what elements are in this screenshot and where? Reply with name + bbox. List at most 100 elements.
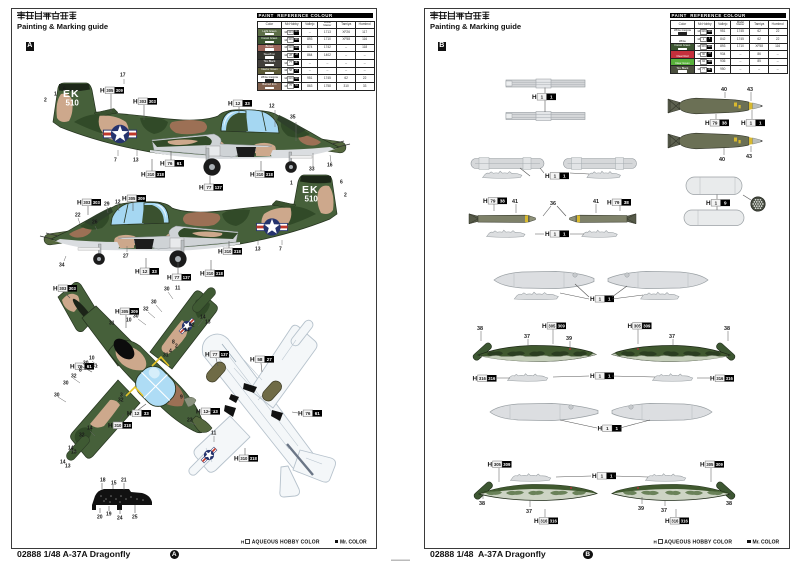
svg-text:17: 17 [120,72,126,78]
svg-text:310: 310 [256,172,264,177]
svg-text:H: H [122,195,127,202]
svg-text:316: 316 [671,518,679,523]
svg-text:1: 1 [599,373,602,378]
svg-text:H: H [127,410,132,417]
svg-text:76: 76 [77,364,83,369]
svg-text:H: H [167,274,172,281]
svg-text:30: 30 [133,313,139,319]
svg-text:37: 37 [526,509,532,515]
svg-text:25: 25 [132,514,138,520]
svg-text:32: 32 [143,306,149,312]
svg-text:305: 305 [706,462,714,467]
svg-text:41: 41 [593,199,599,205]
svg-text:H: H [53,285,58,292]
svg-text:38: 38 [477,326,483,332]
svg-text:61: 61 [315,411,321,416]
svg-text:303: 303 [59,286,67,291]
svg-text:32: 32 [71,373,77,379]
svg-text:12: 12 [235,101,241,106]
svg-text:30: 30 [151,299,157,305]
svg-text:23: 23 [187,417,193,423]
svg-text:37: 37 [524,334,530,340]
svg-text:305: 305 [548,323,556,328]
svg-text:11: 11 [175,285,181,291]
svg-text:H: H [70,363,75,370]
svg-text:305: 305 [121,309,129,314]
svg-text:13: 13 [71,449,77,455]
svg-text:H: H [250,356,255,363]
svg-text:1: 1 [550,94,553,99]
svg-text:H: H [218,248,223,255]
svg-text:15: 15 [111,480,117,486]
svg-text:14: 14 [68,445,74,451]
svg-text:43: 43 [747,87,753,93]
svg-text:305: 305 [634,323,642,328]
svg-text:77: 77 [206,185,212,190]
svg-text:H: H [710,375,715,382]
svg-text:38: 38 [624,200,630,205]
svg-text:316: 316 [540,518,548,523]
svg-text:33: 33 [144,411,150,416]
svg-text:32: 32 [189,322,195,328]
svg-text:H: H [115,308,120,315]
svg-text:1: 1 [54,91,57,97]
svg-text:303: 303 [83,200,91,205]
svg-text:316: 316 [716,376,724,381]
svg-text:12: 12 [115,199,121,205]
svg-text:31: 31 [163,352,169,358]
svg-text:H: H [665,518,670,525]
svg-text:H: H [228,100,233,107]
svg-text:3: 3 [120,392,123,398]
svg-text:303: 303 [139,99,147,104]
svg-text:39: 39 [566,336,572,342]
svg-text:32: 32 [118,397,124,403]
svg-text:33: 33 [152,269,158,274]
svg-text:305: 305 [106,88,114,93]
svg-text:H: H [706,200,711,207]
svg-text:H: H [199,184,204,191]
svg-text:37: 37 [669,334,675,340]
svg-text:14: 14 [87,425,93,431]
svg-text:2: 2 [175,343,178,349]
svg-text:31: 31 [109,320,115,326]
svg-text:76: 76 [167,161,173,166]
svg-text:33: 33 [213,409,219,414]
svg-text:1: 1 [290,180,293,186]
svg-text:318: 318 [266,172,274,177]
svg-text:303: 303 [69,286,77,291]
svg-text:H: H [108,422,113,429]
svg-text:H: H [250,171,255,178]
svg-text:12: 12 [142,269,148,274]
svg-text:8: 8 [79,367,82,373]
svg-text:309: 309 [558,323,566,328]
svg-text:310: 310 [240,456,248,461]
svg-text:61: 61 [87,364,93,369]
svg-text:1: 1 [608,296,611,301]
svg-text:H: H [196,408,201,415]
svg-text:H: H [135,268,140,275]
svg-text:39: 39 [638,506,644,512]
svg-text:1: 1 [616,426,619,431]
svg-text:303: 303 [93,200,101,205]
svg-text:12: 12 [203,409,209,414]
svg-text:305: 305 [494,462,502,467]
svg-text:10: 10 [89,355,95,361]
svg-text:137: 137 [215,185,223,190]
svg-text:33: 33 [245,101,251,106]
svg-text:1: 1 [750,120,753,125]
svg-text:22: 22 [75,212,81,218]
svg-text:H: H [298,410,303,417]
svg-text:309: 309 [503,462,511,467]
svg-text:1: 1 [563,231,566,236]
svg-text:EK: EK [63,88,80,100]
svg-text:316: 316 [550,518,558,523]
svg-text:38: 38 [722,120,728,125]
svg-text:4: 4 [169,348,172,354]
svg-text:305: 305 [128,196,136,201]
svg-text:2: 2 [44,97,47,103]
svg-text:1: 1 [554,231,557,236]
svg-text:2: 2 [344,192,347,198]
svg-text:38: 38 [500,198,506,203]
svg-text:H: H [705,120,710,127]
svg-text:38: 38 [479,501,485,507]
